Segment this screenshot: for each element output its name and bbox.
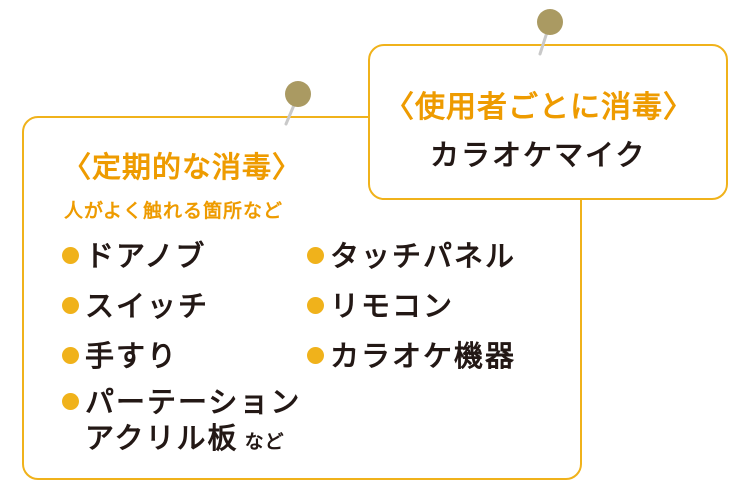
list-item-label: ドアノブ (85, 239, 207, 273)
per-user-item: カラオケマイク (430, 138, 647, 172)
etc-suffix: など (244, 431, 285, 453)
bullet-dot-icon (62, 296, 79, 314)
list-item-label: スイッチ (85, 289, 210, 323)
bullet-dot-icon (307, 346, 324, 364)
list-item: パーテーション アクリル板など (62, 384, 301, 460)
bullet-dot-icon (62, 346, 79, 364)
regular-disinfection-subtitle: 人がよく触れる箇所など (64, 200, 284, 222)
list-item-label: パーテーション (85, 385, 302, 419)
regular-disinfection-title: 〈定期的な消毒〉 (62, 150, 303, 184)
list-item-label: リモコン (330, 289, 455, 323)
bullet-dot-icon (307, 246, 324, 264)
list-item-label: 手すり (85, 339, 179, 373)
bullet-dot-icon (307, 296, 324, 314)
list-item: ドアノブ (62, 238, 206, 274)
list-item: スイッチ (62, 288, 209, 324)
list-item: 手すり (62, 338, 178, 374)
bullet-dot-icon (62, 246, 79, 264)
list-item-label: カラオケ機器 (330, 339, 517, 373)
list-item-label: タッチパネル (330, 239, 517, 273)
list-item: リモコン (307, 288, 454, 324)
list-item-label: アクリル板 (85, 421, 239, 455)
push-pin-icon (537, 9, 563, 56)
list-item-second-line: アクリル板など (62, 420, 301, 460)
list-item: タッチパネル (307, 238, 516, 274)
per-user-disinfection-title: 〈使用者ごとに消毒〉 (384, 90, 694, 125)
per-user-disinfection-card: 〈使用者ごとに消毒〉 カラオケマイク (368, 44, 728, 200)
bullet-dot-icon (62, 392, 79, 410)
push-pin-icon (284, 81, 311, 126)
list-item: カラオケ機器 (307, 338, 516, 374)
